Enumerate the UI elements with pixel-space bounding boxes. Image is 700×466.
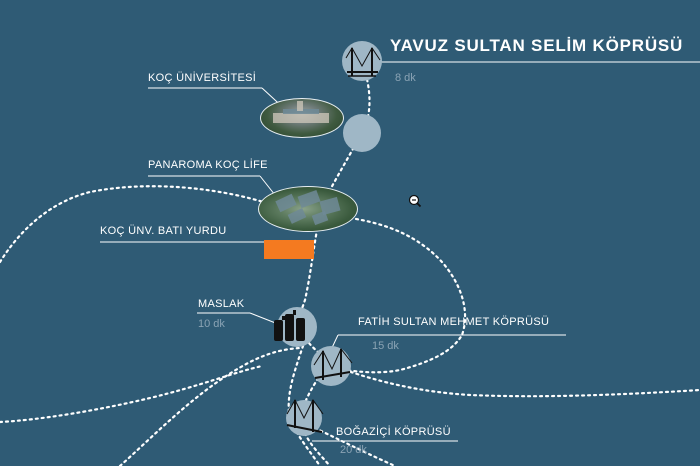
route-bogazici-east (313, 426, 397, 466)
route-east-loop (343, 216, 467, 374)
bridge-icon (313, 348, 353, 380)
node-yavuz (342, 41, 382, 81)
bati-yurdu-marker (264, 240, 314, 259)
route-west-lower (118, 346, 302, 466)
skyscrapers-icon (274, 310, 305, 341)
maslak-leader-2 (249, 312, 279, 325)
zoom-out-cursor-icon (408, 194, 422, 208)
bridge-icon (286, 398, 324, 433)
bati-yurdu-label[interactable]: KOÇ ÜNV. BATI YURDU (100, 225, 227, 237)
bogazici-time: 20 dk (340, 444, 367, 456)
route-west-upper (0, 185, 272, 264)
maslak-label[interactable]: MASLAK (198, 298, 245, 310)
fsm-time: 15 dk (372, 340, 399, 352)
fsm-label[interactable]: FATİH SULTAN MEHMET KÖPRÜSÜ (358, 316, 550, 328)
koc-universitesi-photo (260, 98, 344, 138)
route-west-low2 (0, 364, 264, 424)
bridge-icon (345, 47, 381, 77)
bogazici-label[interactable]: BOĞAZİÇİ KÖPRÜSÜ (336, 426, 451, 438)
node-koc-uni (343, 114, 381, 152)
maslak-time: 10 dk (198, 318, 225, 330)
route-east-lower (343, 368, 700, 398)
panaroma-koc-life-photo (258, 186, 358, 232)
map-title: YAVUZ SULTAN SELİM KÖPRÜSÜ (390, 36, 684, 55)
koc-universitesi-label[interactable]: KOÇ ÜNİVERSİTESİ (148, 72, 257, 84)
yavuz-time: 8 dk (395, 72, 416, 84)
panaroma-koc-life-label[interactable]: PANAROMA KOÇ LİFE (148, 159, 268, 171)
route-south-branch (287, 338, 322, 466)
